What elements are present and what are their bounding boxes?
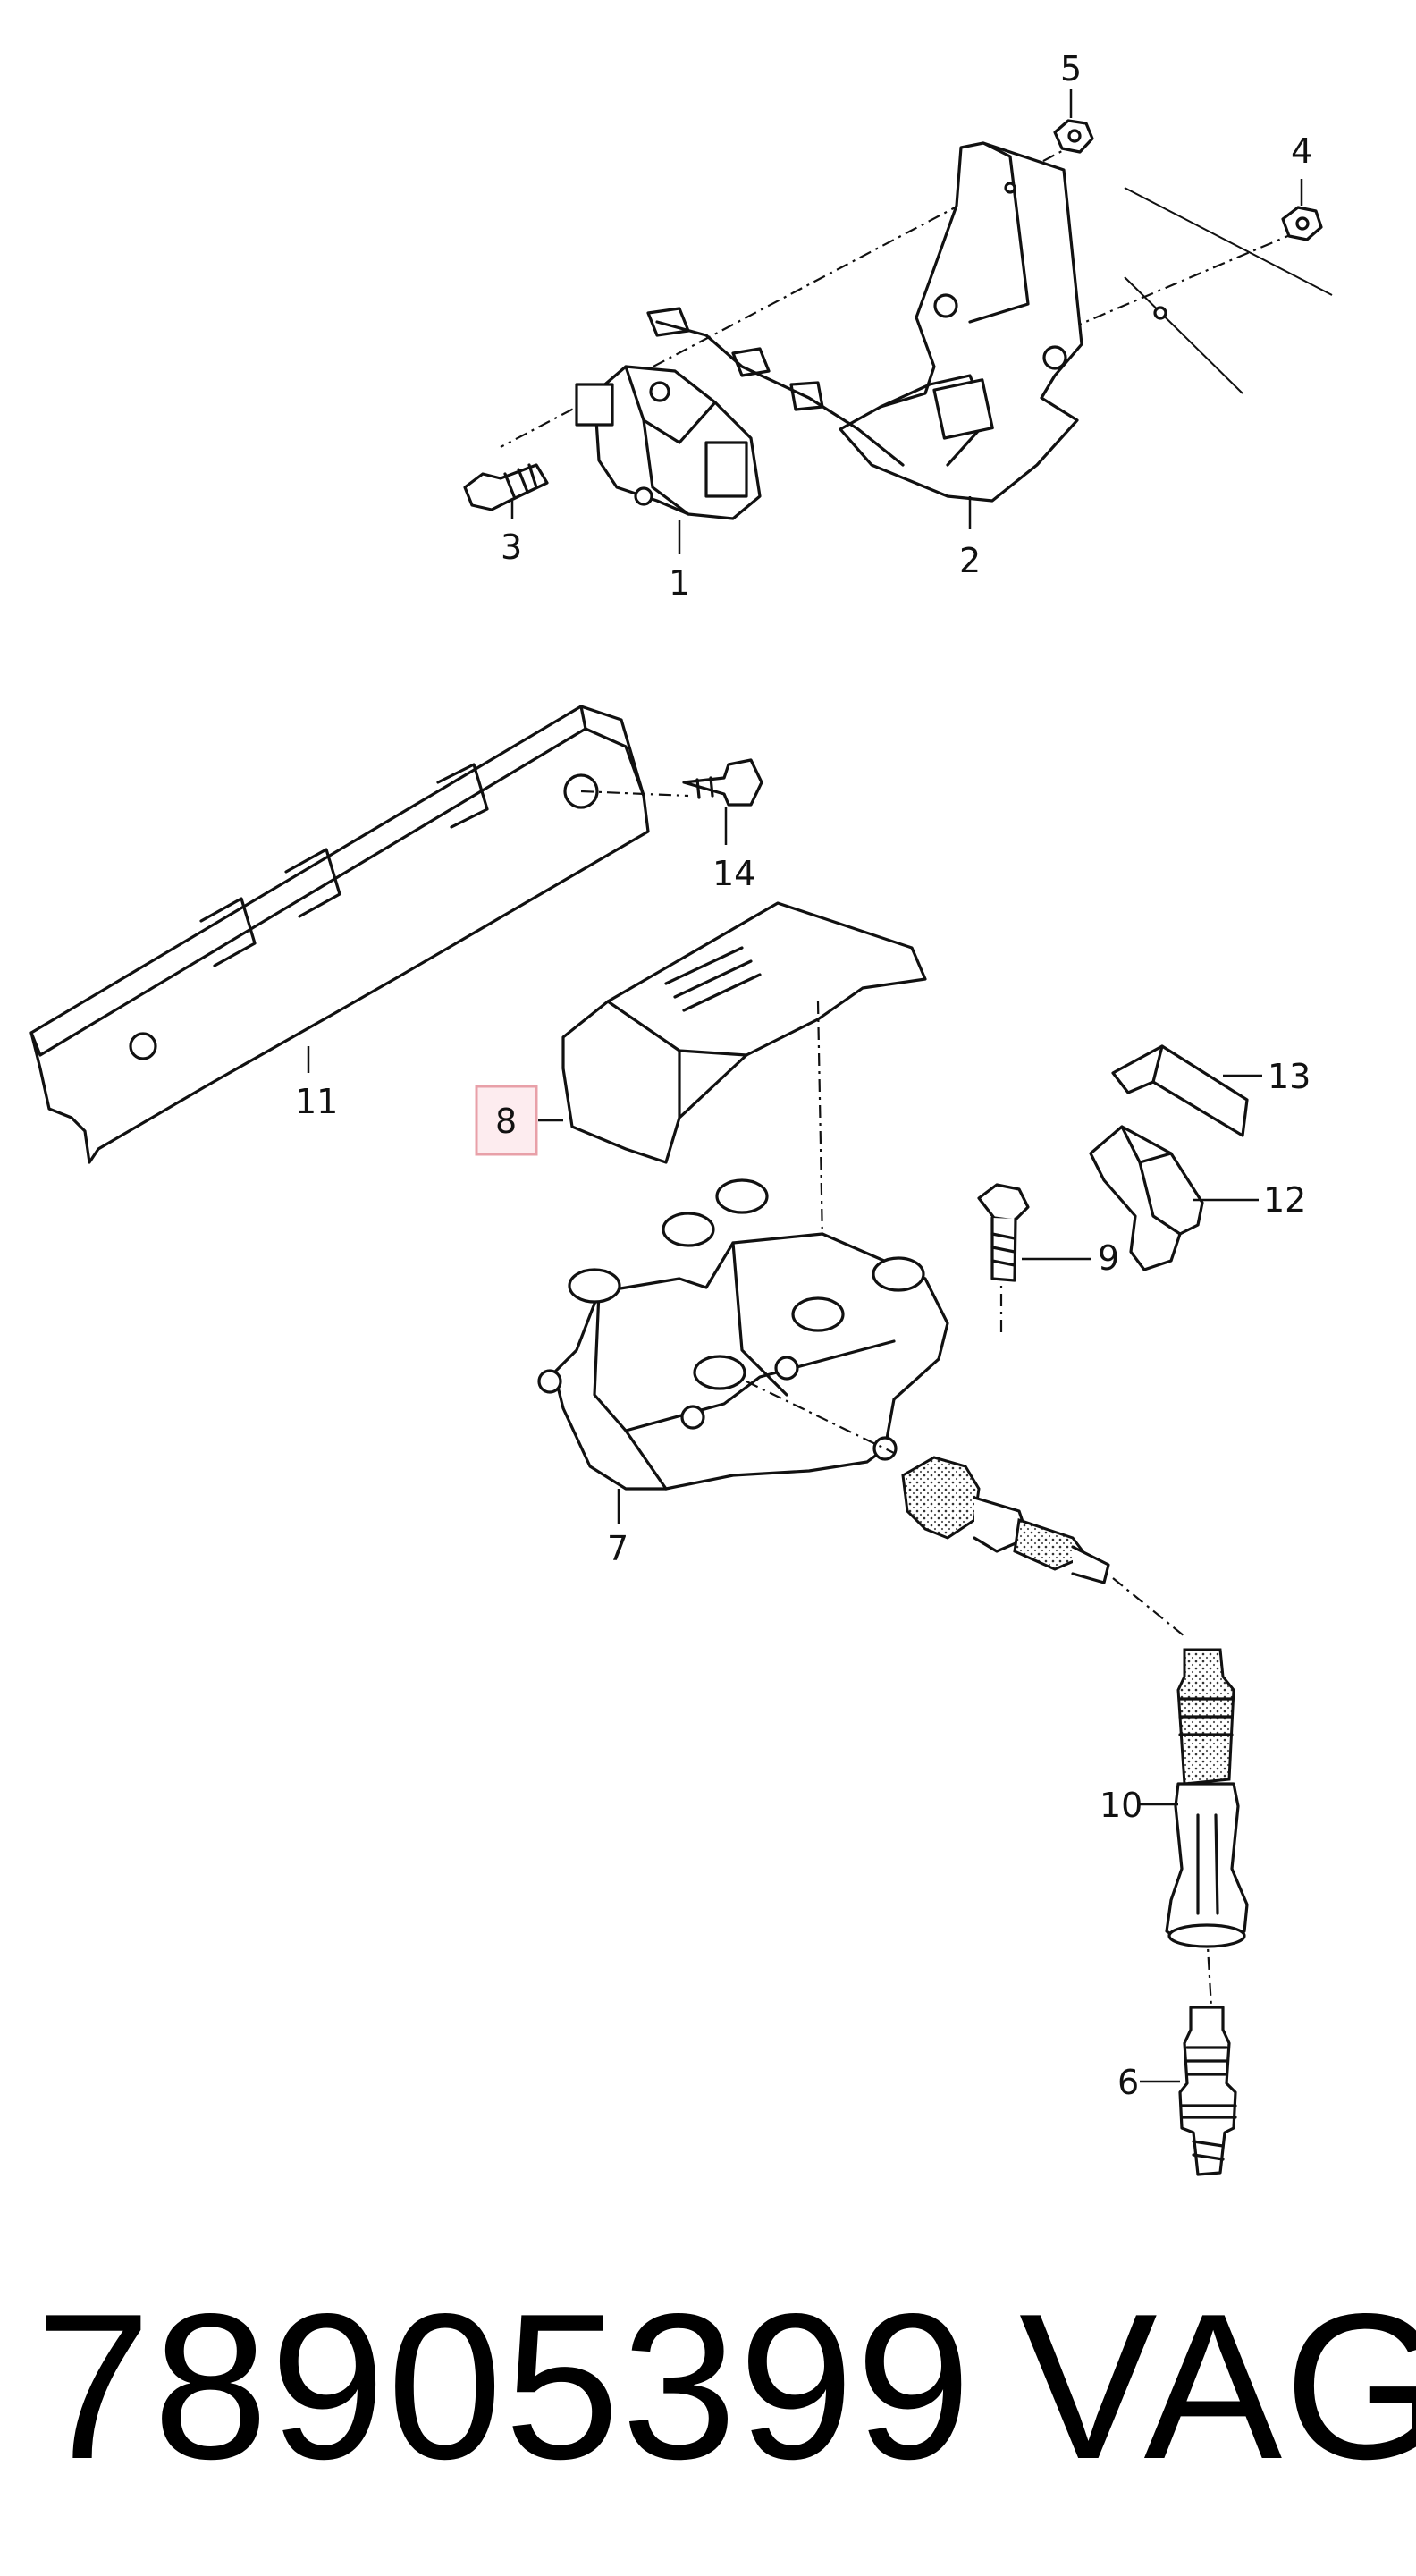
bracket-assembly <box>463 119 1333 520</box>
callout-13: 13 <box>1268 1057 1311 1096</box>
callout-1: 1 <box>669 563 690 603</box>
brand-name: VAG <box>1019 2271 1416 2503</box>
callout-6: 6 <box>1117 2063 1139 2102</box>
callout-12: 12 <box>1263 1180 1306 1220</box>
callout-3: 3 <box>501 528 522 567</box>
callout-4: 4 <box>1291 131 1312 171</box>
callout-7: 7 <box>607 1529 628 1568</box>
callout-8: 8 <box>495 1102 517 1141</box>
callout-5: 5 <box>1060 49 1082 89</box>
coil-assembly <box>30 705 1249 2176</box>
callout-10: 10 <box>1100 1786 1142 1825</box>
callout-labels: 5 4 3 1 2 14 11 8 7 9 12 13 10 6 <box>295 49 1312 2102</box>
part-number: 78905399 <box>36 2271 974 2503</box>
highlight-box <box>475 1085 538 1156</box>
leader-lines <box>307 89 1303 2083</box>
callout-2: 2 <box>959 541 981 580</box>
callout-11: 11 <box>295 1082 338 1121</box>
callout-14: 14 <box>712 854 755 893</box>
callout-9: 9 <box>1098 1238 1119 1278</box>
